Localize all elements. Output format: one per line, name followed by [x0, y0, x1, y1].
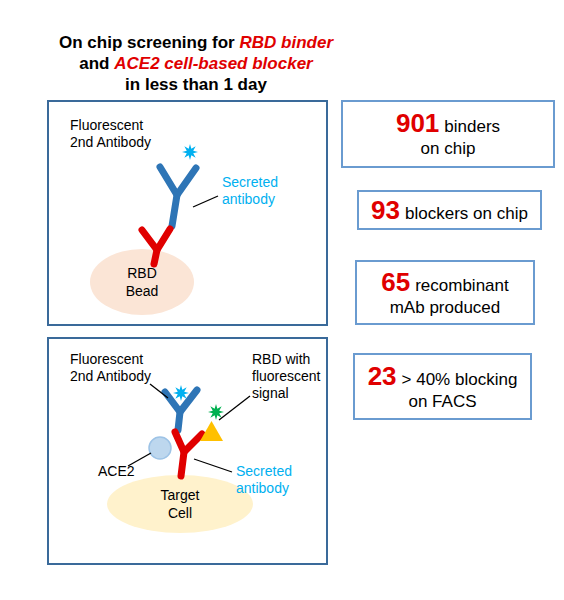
title-word: blocker [252, 54, 312, 73]
diagram-title: On chip screening for RBD binder and ACE… [0, 32, 392, 95]
text-wrap: 65recombinant mAb produced [375, 267, 515, 319]
stat-label: > 40% blocking on FACS [402, 370, 518, 411]
stat-box: 23> 40% blocking on FACS [353, 353, 532, 420]
node-label: RBD Bead [126, 265, 159, 299]
stat-number: 65 [381, 267, 410, 297]
cell-ellipse: Target Cell [107, 475, 253, 533]
title-word: RBD [239, 33, 276, 52]
stat-number: 901 [396, 108, 439, 138]
title-word: binder [281, 33, 333, 52]
title-word: and [79, 54, 109, 73]
stat-number: 93 [371, 195, 400, 225]
title-word: cell-based [164, 54, 247, 73]
node-label: ACE2 [98, 463, 143, 480]
node-label: Fluorescent 2nd Antibody [70, 351, 160, 385]
stat-label: blockers on chip [405, 204, 528, 223]
ellipse-outline [107, 475, 253, 533]
text-wrap: Target Cell [154, 486, 206, 522]
ellipse-outline [90, 249, 194, 315]
ellipse-shape [90, 249, 194, 315]
node-label: RBD with fluorescent signal [252, 351, 328, 402]
stat-number: 23 [368, 361, 397, 391]
title-word: 1 [223, 75, 232, 94]
title-word: for [212, 33, 235, 52]
title-word: ACE2 [114, 54, 159, 73]
node-label: Secreted antibody [222, 174, 302, 208]
stat-box: 901binders on chip [341, 100, 555, 168]
assay-panel: RBD Bead Fluorescent 2nd AntibodySecreted… [47, 100, 328, 326]
text-wrap: RBD Bead [121, 264, 163, 300]
node-label: Fluorescent 2nd Antibody [70, 117, 160, 151]
bead-ellipse: RBD Bead [90, 249, 194, 315]
text-wrap: 93 blockers on chip [371, 195, 528, 225]
node-label: Secreted antibody [236, 463, 316, 497]
title-word: chip [87, 33, 122, 52]
title-word: screening [127, 33, 207, 52]
text-wrap: 23> 40% blocking on FACS [363, 361, 523, 413]
title-word: day [238, 75, 267, 94]
assay-panel: Target Cell Fluorescent 2nd Antibody RBD w… [47, 337, 328, 565]
ellipse-shape [107, 475, 253, 533]
stat-box: 93 blockers on chip [357, 190, 542, 230]
stat-box: 65recombinant mAb produced [355, 260, 535, 325]
title-word: On [59, 33, 83, 52]
node-label: Target Cell [161, 487, 200, 521]
title-word: less [145, 75, 178, 94]
text-wrap: 901binders on chip [386, 108, 511, 160]
title-word: than [183, 75, 219, 94]
title-word: in [125, 75, 140, 94]
